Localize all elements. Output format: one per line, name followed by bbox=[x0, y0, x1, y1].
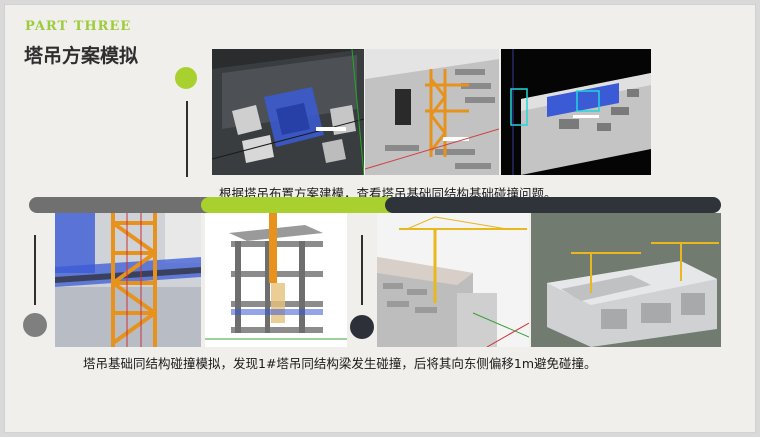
bottom-left-marker-line bbox=[34, 235, 36, 305]
bottom-model-image-1 bbox=[55, 213, 201, 347]
top-model-image-2 bbox=[365, 49, 499, 175]
slide: PART THREE 塔吊方案模拟 bbox=[4, 4, 756, 433]
top-model-image-1 bbox=[212, 49, 364, 175]
timeline-bar-green bbox=[201, 197, 407, 213]
top-model-image-3 bbox=[501, 49, 651, 175]
green-marker-dot bbox=[175, 67, 197, 89]
page-title: 塔吊方案模拟 bbox=[24, 45, 139, 67]
bottom-mid-marker-line bbox=[361, 235, 363, 305]
bottom-model-image-2 bbox=[205, 213, 347, 347]
gray-marker-dot bbox=[23, 313, 47, 337]
bottom-caption: 塔吊基础同结构碰撞模拟，发现1#塔吊同结构梁发生碰撞，后将其向东侧偏移1m避免碰… bbox=[83, 356, 597, 371]
dark-marker-dot bbox=[350, 315, 374, 339]
timeline-bar-gray bbox=[29, 197, 229, 213]
timeline-bar-dark bbox=[385, 197, 721, 213]
bottom-model-image-4 bbox=[531, 213, 721, 347]
bottom-model-image-3 bbox=[377, 213, 529, 347]
part-label: PART THREE bbox=[25, 19, 132, 34]
top-marker-line bbox=[186, 101, 188, 177]
